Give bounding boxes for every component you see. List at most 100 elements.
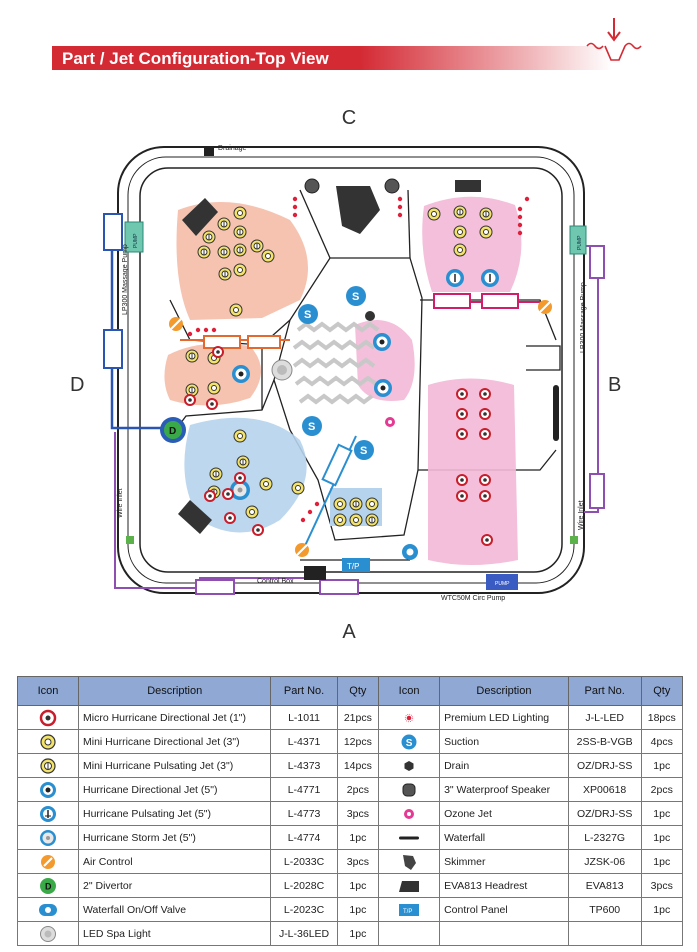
part-number-cell: EVA813 [567,873,642,898]
col-header: Part No. [270,676,338,706]
table-row: Micro Hurricane Directional Jet (1")L-10… [17,705,684,730]
qty-cell: 21pcs [336,705,380,730]
mini-directional-jet [349,513,363,527]
left-massage-pump-assembly: PUMP [103,213,180,430]
mini-pulsating-jet [250,239,264,253]
headrest-icon [182,198,218,236]
led-light [300,517,306,523]
description-cell: Micro Hurricane Directional Jet (1") [77,705,272,730]
icon-cell [378,705,441,730]
qty-cell: 2pcs [336,777,380,802]
qty-cell: 1pc [640,897,684,922]
part-number-cell: OZ/DRJ-SS [567,801,642,826]
mini-pulsating-jet [202,230,216,244]
front-jet-manifold [303,435,357,549]
svg-text:PUMP: PUMP [495,581,510,587]
col-header: Icon [17,676,79,706]
part-number-cell: L-4373 [270,753,338,778]
col-header: Part No. [567,676,642,706]
part-number-cell: L-4771 [270,777,338,802]
mini-pulsating-jet [236,455,250,469]
icon-cell [378,873,441,898]
part-number-cell: L-1011 [270,705,338,730]
zone-pink-lower [428,378,518,565]
drainage-port [204,148,214,156]
qty-cell: 3pcs [336,801,380,826]
mini-pulsating-jet-icon [40,757,56,774]
description-cell: Waterfall [439,825,569,850]
qty-cell: 1pc [336,921,380,946]
speaker-icon [384,178,400,194]
page-title: Part / Jet Configuration-Top View [62,49,329,68]
svg-text:T/P: T/P [403,909,412,915]
led-light [517,206,523,212]
qty-cell [640,921,684,946]
drain-icon [365,311,375,321]
description-cell: LED Spa Light [77,921,272,946]
mini-directional-jet [333,497,347,511]
svg-text:S: S [406,737,413,748]
headrests [178,180,481,534]
icon-cell [17,777,79,802]
hurricane-pulsating-jet [481,269,499,287]
footwell-floor [292,321,380,405]
hurricane-pulsating-jet-icon [40,805,56,822]
led-spa-light [271,359,293,381]
description-cell: Control Panel [439,897,569,922]
mini-pulsating-jet [365,513,379,527]
part-number-cell: J-L-36LED [270,921,338,946]
description-cell: Ozone Jet [439,801,569,826]
wire-inlet-right-label: Wire Inlet [578,500,585,530]
part-number-cell: J-L-LED [567,705,642,730]
icon-cell [17,801,79,826]
micro-hurricane-jet-icon [39,709,57,726]
speaker-icon [402,783,416,796]
icon-cell [17,849,79,874]
mini-directional-jet [261,249,275,263]
right-massage-pump-assembly: PUMP [569,225,605,513]
mini-pulsating-jet [349,497,363,511]
led-light [307,509,313,515]
headrest-icon [399,880,420,892]
qty-cell: 12pcs [336,729,380,754]
micro-hurricane-jet [481,534,493,546]
part-number-cell: L-4774 [270,825,338,850]
part-number-cell: 2SS-B-VGB [567,729,642,754]
svg-text:S: S [352,291,359,303]
micro-hurricane-jet [479,388,491,400]
micro-hurricane-jet [212,346,224,358]
headrest-icon [178,500,212,534]
led-light [292,196,298,202]
part-number-cell: L-2028C [270,873,338,898]
micro-hurricane-jet [184,394,196,406]
control-panel-tp [342,558,370,572]
mini-pulsating-jet [217,217,231,231]
part-number-cell: JZSK-06 [567,849,642,874]
right-heater-element [319,579,359,595]
part-number-cell: OZ/DRJ-SS [567,753,642,778]
headrest-icon [455,180,481,192]
mini-directional-jet [207,381,221,395]
wire-inlet-right [570,536,578,544]
description-cell: Hurricane Directional Jet (5") [77,777,272,802]
led-light [211,327,217,333]
mini-pulsating-jet [218,267,232,281]
zone-pink-upper [422,196,522,292]
icon-cell: S [378,729,441,754]
circ-pump-label: WTC50M Circ Pump [441,595,505,602]
description-cell: 2" Divertor [77,873,272,898]
svg-text:D: D [45,881,52,891]
speaker-icon [304,178,320,194]
part-number-cell: L-4371 [270,729,338,754]
mini-pulsating-jet [479,207,493,221]
mini-pulsating-jet [209,467,223,481]
jet-layout [184,205,499,546]
svg-text:PUMP: PUMP [577,235,583,250]
hurricane-directional-jet [374,379,392,397]
mini-directional-jet [291,481,305,495]
